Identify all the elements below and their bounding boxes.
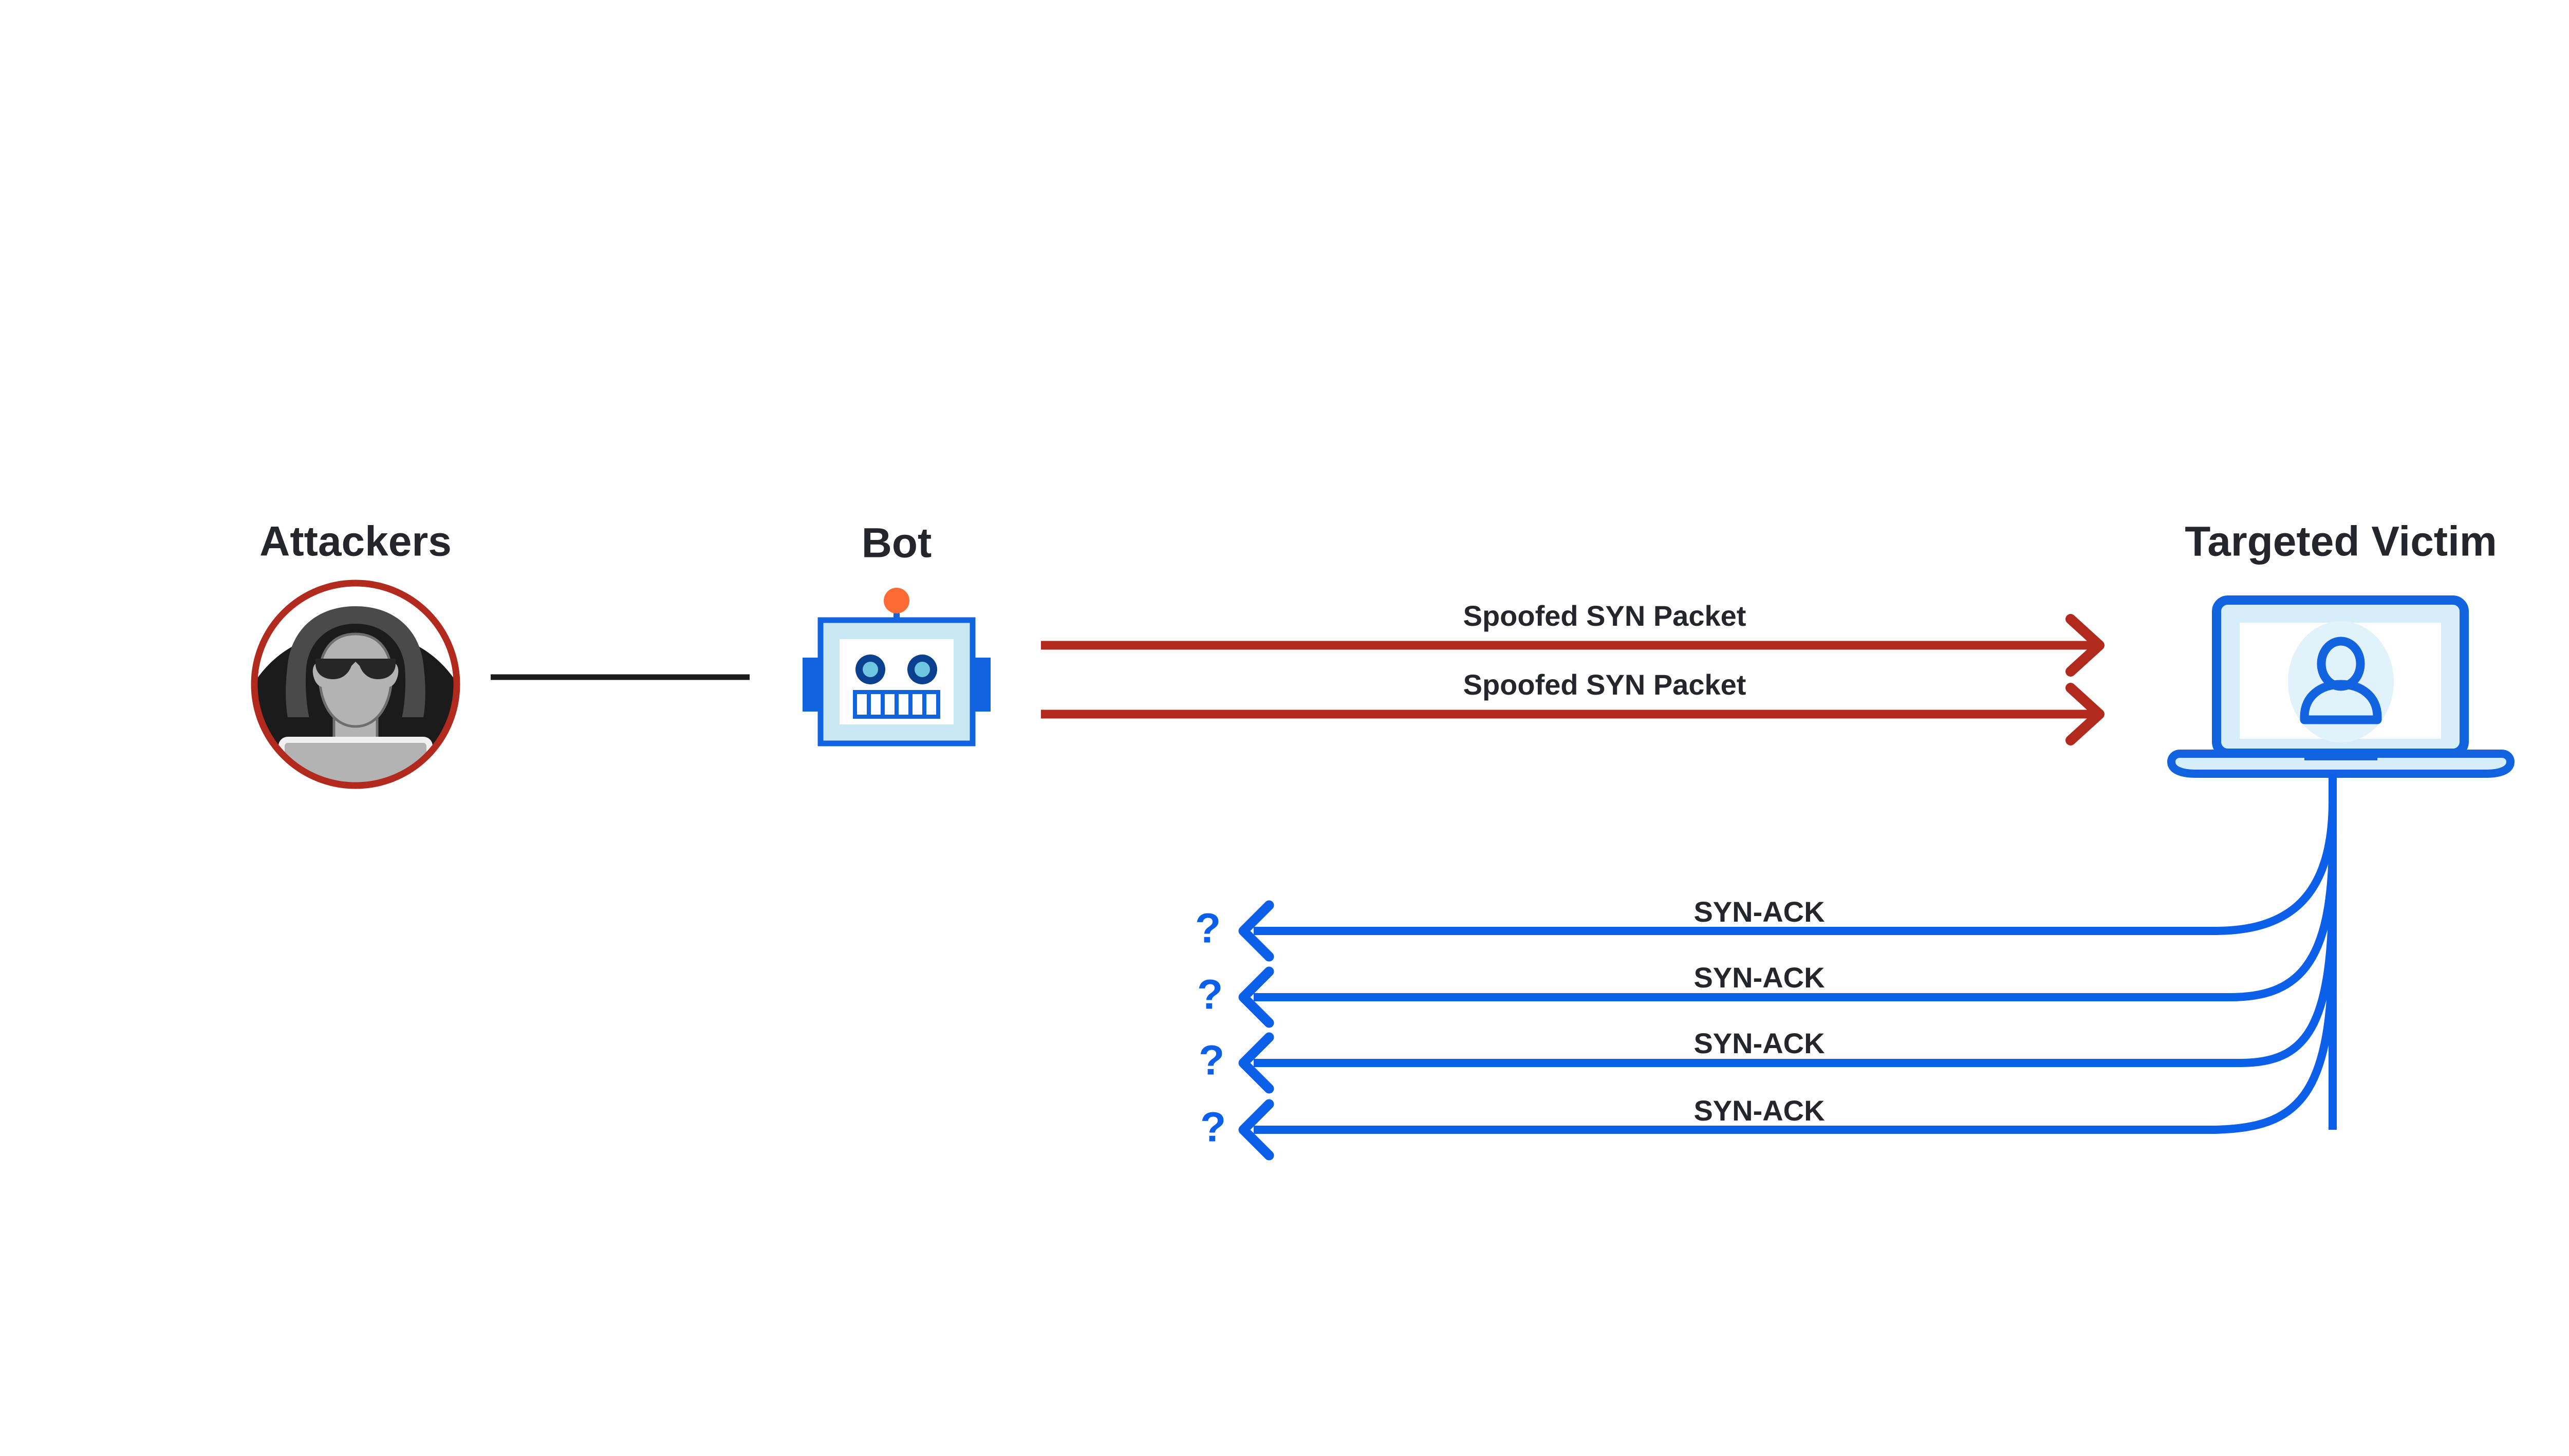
response-arrow-1	[1238, 801, 2337, 962]
victim-label: Targeted Victim	[2185, 518, 2497, 565]
attackers-label: Attackers	[259, 518, 452, 565]
node-attackers[interactable]: Attackers	[231, 518, 480, 832]
arrowhead-left-icon	[1238, 966, 1274, 1028]
attack-flow-label-1: Spoofed SYN Packet	[1463, 600, 1746, 632]
response-arrow-4	[1238, 940, 2337, 1161]
response-flow-label-1: SYN-ACK	[1693, 895, 1825, 928]
arrowhead-right-icon	[2065, 614, 2105, 677]
response-flow-label-2: SYN-ACK	[1693, 961, 1825, 994]
laptop-base-icon	[2167, 750, 2515, 778]
arrowhead-right-icon	[2065, 683, 2105, 745]
node-bot[interactable]: Bot	[803, 520, 991, 746]
arrowhead-left-icon	[1238, 900, 1274, 962]
robot-icon	[803, 588, 991, 746]
unknown-host-marker-2: ?	[1197, 972, 1223, 1018]
avatar-body-icon	[2300, 680, 2382, 724]
unknown-host-marker-3: ?	[1199, 1037, 1224, 1084]
arrowhead-left-icon	[1238, 1032, 1274, 1094]
response-flow-group	[1238, 774, 2337, 1161]
robot-pupil-right-icon	[915, 662, 930, 677]
response-flow-label-4: SYN-ACK	[1693, 1094, 1825, 1127]
robot-pupil-left-icon	[863, 662, 878, 677]
node-victim[interactable]: Targeted Victim	[2167, 518, 2515, 778]
arrowhead-left-icon	[1238, 1099, 1274, 1161]
response-flow-label-3: SYN-ACK	[1693, 1027, 1825, 1059]
attack-flow-label-2: Spoofed SYN Packet	[1463, 668, 1746, 701]
attack-arrow-1	[1041, 614, 2105, 677]
attacker-ring-icon	[251, 580, 460, 789]
attack-arrow-2	[1041, 683, 2105, 745]
hooded-hacker-icon	[251, 580, 460, 789]
attack-flow-group	[1041, 614, 2105, 745]
antenna-light-icon	[884, 588, 909, 613]
unknown-host-marker-4: ?	[1200, 1104, 1226, 1151]
bot-label: Bot	[862, 520, 932, 567]
robot-mouth-icon	[853, 690, 940, 719]
laptop-user-icon	[2167, 595, 2515, 778]
unknown-host-marker-1: ?	[1195, 905, 1221, 952]
